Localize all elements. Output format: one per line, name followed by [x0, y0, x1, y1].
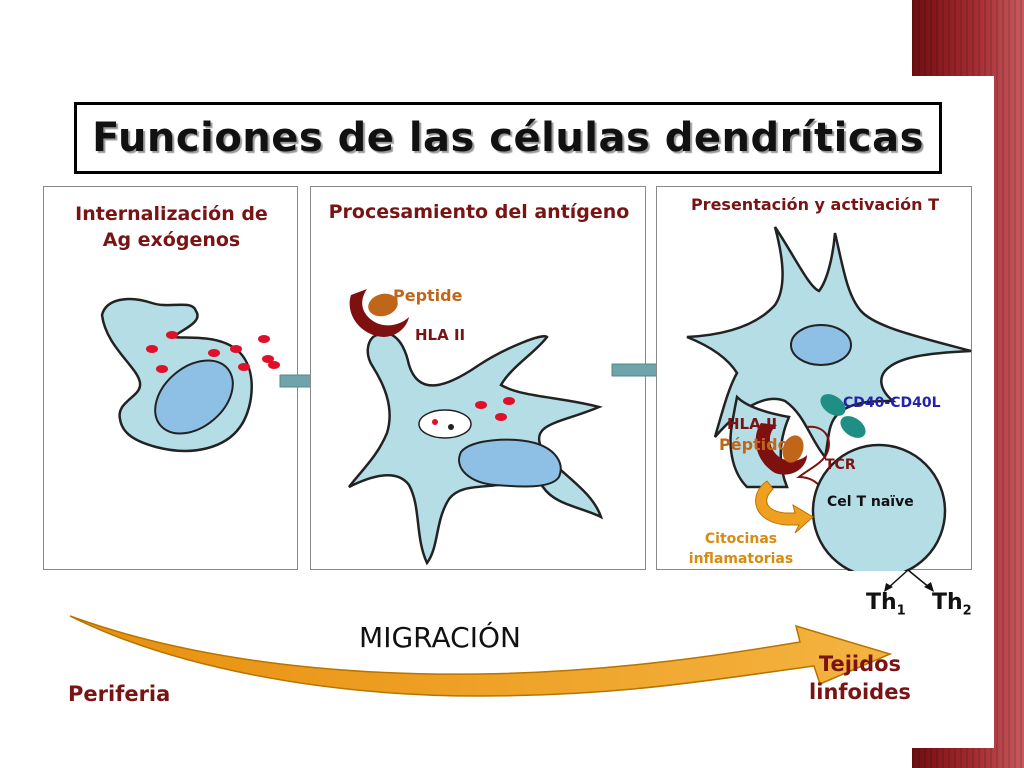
panel-1-title: Internalización de Ag exógenos [44, 201, 299, 253]
hla-ii-label: HLA II [415, 326, 466, 344]
panel-2-title: Procesamiento del antígeno [328, 201, 630, 223]
migration-label: MIGRACIÓN [300, 620, 580, 656]
tcr-molecule [796, 425, 830, 488]
panel-2-illustration [348, 289, 604, 566]
periphery-label: Periferia [68, 682, 171, 706]
vesicle-dot-red [432, 419, 438, 425]
panel-presentation: Presentación y activación T CD40-CD40L H… [656, 186, 972, 571]
antigen-dot [268, 361, 280, 369]
panel-1-illustration [100, 297, 280, 453]
th1-text: Th [866, 590, 897, 615]
slide-title: Funciones de las células dendríticas [92, 115, 924, 161]
cd40-cd40l-label: CD40-CD40L [843, 395, 941, 411]
panel-processing: Procesamiento del antígeno Peptide HLA I… [310, 186, 646, 570]
title-box: Funciones de las células dendríticas [74, 102, 942, 174]
nucleus-3 [790, 324, 852, 366]
panel-1-title-line-2: Ag exógenos [102, 229, 241, 251]
migration-arrow [69, 615, 893, 697]
naive-t-cell [811, 443, 947, 571]
nucleus-1 [154, 359, 234, 435]
th1-label: Th1 [866, 590, 906, 618]
antigen-dot [166, 331, 178, 339]
antigen-dot [262, 355, 274, 363]
cytokine-arrow [755, 480, 814, 534]
lymphoid-tissue-line-2: linfoides [809, 680, 911, 704]
antigen-dot [258, 335, 270, 343]
th2-arrow-line [907, 569, 931, 589]
panel-internalization: Internalización de Ag exógenos [43, 186, 298, 570]
hla-ii-label-3: HLA II [727, 415, 778, 433]
antigen-dot [495, 413, 507, 421]
th2-subscript: 2 [962, 603, 972, 619]
nucleus-2 [458, 438, 562, 488]
antigen-dots-1 [146, 331, 280, 373]
th2-arrowhead [924, 582, 934, 592]
hla-ii-molecule [349, 289, 409, 337]
cytokines-label: Citocinas inflamatorias [677, 529, 805, 569]
cd40-molecule-b [840, 416, 866, 438]
peptide-3 [782, 435, 804, 463]
th1-arrowhead [884, 583, 893, 592]
antigen-dot [156, 365, 168, 373]
naive-t-cell-label: Cel T naïve [827, 494, 914, 510]
tcr-label: TCR [825, 457, 856, 473]
lymphoid-tissue-label: Tejidos linfoides [790, 650, 930, 706]
th-differentiation-arrows [884, 569, 934, 592]
antigen-dot [238, 363, 250, 371]
cd40-molecule-a [820, 394, 846, 416]
lymphoid-tissue-line-1: Tejidos [818, 652, 902, 676]
th2-label: Th2 [932, 590, 972, 618]
peptide [368, 293, 398, 317]
th2-text: Th [932, 590, 963, 615]
th1-subscript: 1 [896, 603, 906, 619]
panel-1-title-line-1: Internalización de [75, 203, 268, 225]
antigen-dot [230, 345, 242, 353]
panel-3-title: Presentación y activación T [690, 195, 940, 214]
panel-3-illustration [686, 226, 972, 571]
antigen-dot [475, 401, 487, 409]
peptide-label: Peptide [393, 286, 463, 305]
th1-arrow-line [887, 569, 909, 589]
cytokines-line-2: inflamatorias [688, 551, 794, 567]
migration-arrow-shape [69, 615, 893, 697]
antigen-dot [503, 397, 515, 405]
antigen-dots-2 [475, 397, 515, 421]
antigen-dot [146, 345, 158, 353]
antigen-dot [208, 349, 220, 357]
peptido-label: Péptido [719, 435, 789, 454]
vesicle [418, 409, 472, 439]
cytokines-line-1: Citocinas [704, 531, 778, 547]
vesicle-dot-dark [448, 424, 454, 430]
